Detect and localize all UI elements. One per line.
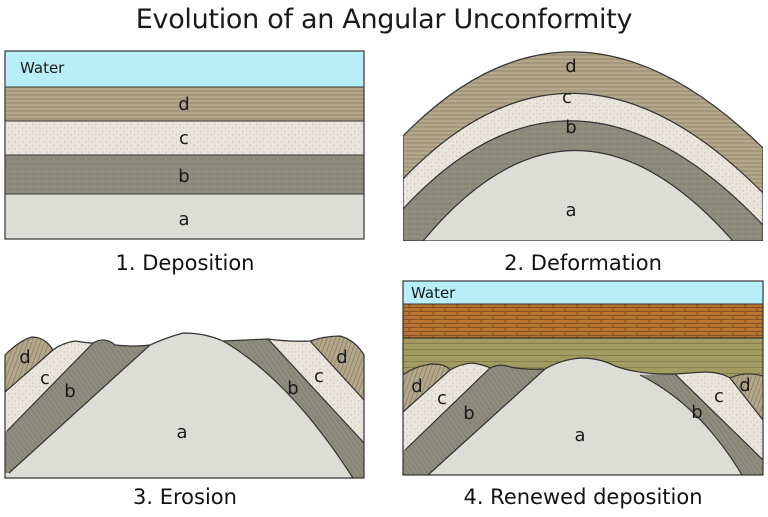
layer-label-b: b [691,402,702,423]
layer-d-right [730,373,763,420]
panel-deposition: Water d c b a [4,50,365,240]
layer-b-right [640,374,763,475]
diagram-title: Evolution of an Angular Unconformity [135,4,633,35]
caption-deposition: 1. Deposition [115,251,255,275]
layer-label-b: b [64,381,75,402]
layer-label-a: a [176,422,187,443]
layer-c-left [5,341,93,431]
water-layer [5,51,364,87]
layer-label-c: c [179,128,189,149]
layer-label-b: b [463,403,474,424]
caption-renewed-deposition: 4. Renewed deposition [463,485,703,509]
layer-d [5,87,364,121]
layer-b [5,155,364,194]
water-layer [403,281,763,304]
panel-renewed-deposition: Water d c b a b c d [402,280,764,476]
layer-label-d: d [336,347,347,368]
layer-label-c: c [40,368,50,389]
layer-label-c: c [437,388,447,409]
layer-label-a: a [565,200,576,221]
limestone-layer [403,304,763,338]
layer-d-left [5,337,53,392]
layer-b-left [5,339,150,473]
layer-b-left [403,365,545,475]
caption-deformation: 2. Deformation [504,251,662,275]
layer-label-a: a [178,209,189,230]
water-label: Water [411,284,456,302]
layer-d-right [310,336,364,400]
layer-label-d: d [739,375,750,396]
layer-a [5,194,364,239]
caption-erosion: 3. Erosion [133,485,237,509]
layer-label-d: d [565,56,576,77]
layer-label-d: d [19,347,30,368]
panel-deformation [403,51,763,241]
layer-label-d: d [411,376,422,397]
layer-c [5,121,364,155]
layer-a [423,150,733,241]
water-label: Water [20,59,65,77]
layer-c-left [403,363,490,450]
layer-label-c: c [314,366,324,387]
layer-label-c: c [562,87,572,108]
layer-label-d: d [178,94,189,115]
layer-label-b: b [178,166,189,187]
layer-label-b: b [287,378,298,399]
layer-label-c: c [714,386,724,407]
layer-d-left [403,364,450,412]
panel-erosion: d c b a b c d [4,332,365,479]
layer-label-a: a [574,425,585,446]
layer-label-b: b [565,117,576,138]
